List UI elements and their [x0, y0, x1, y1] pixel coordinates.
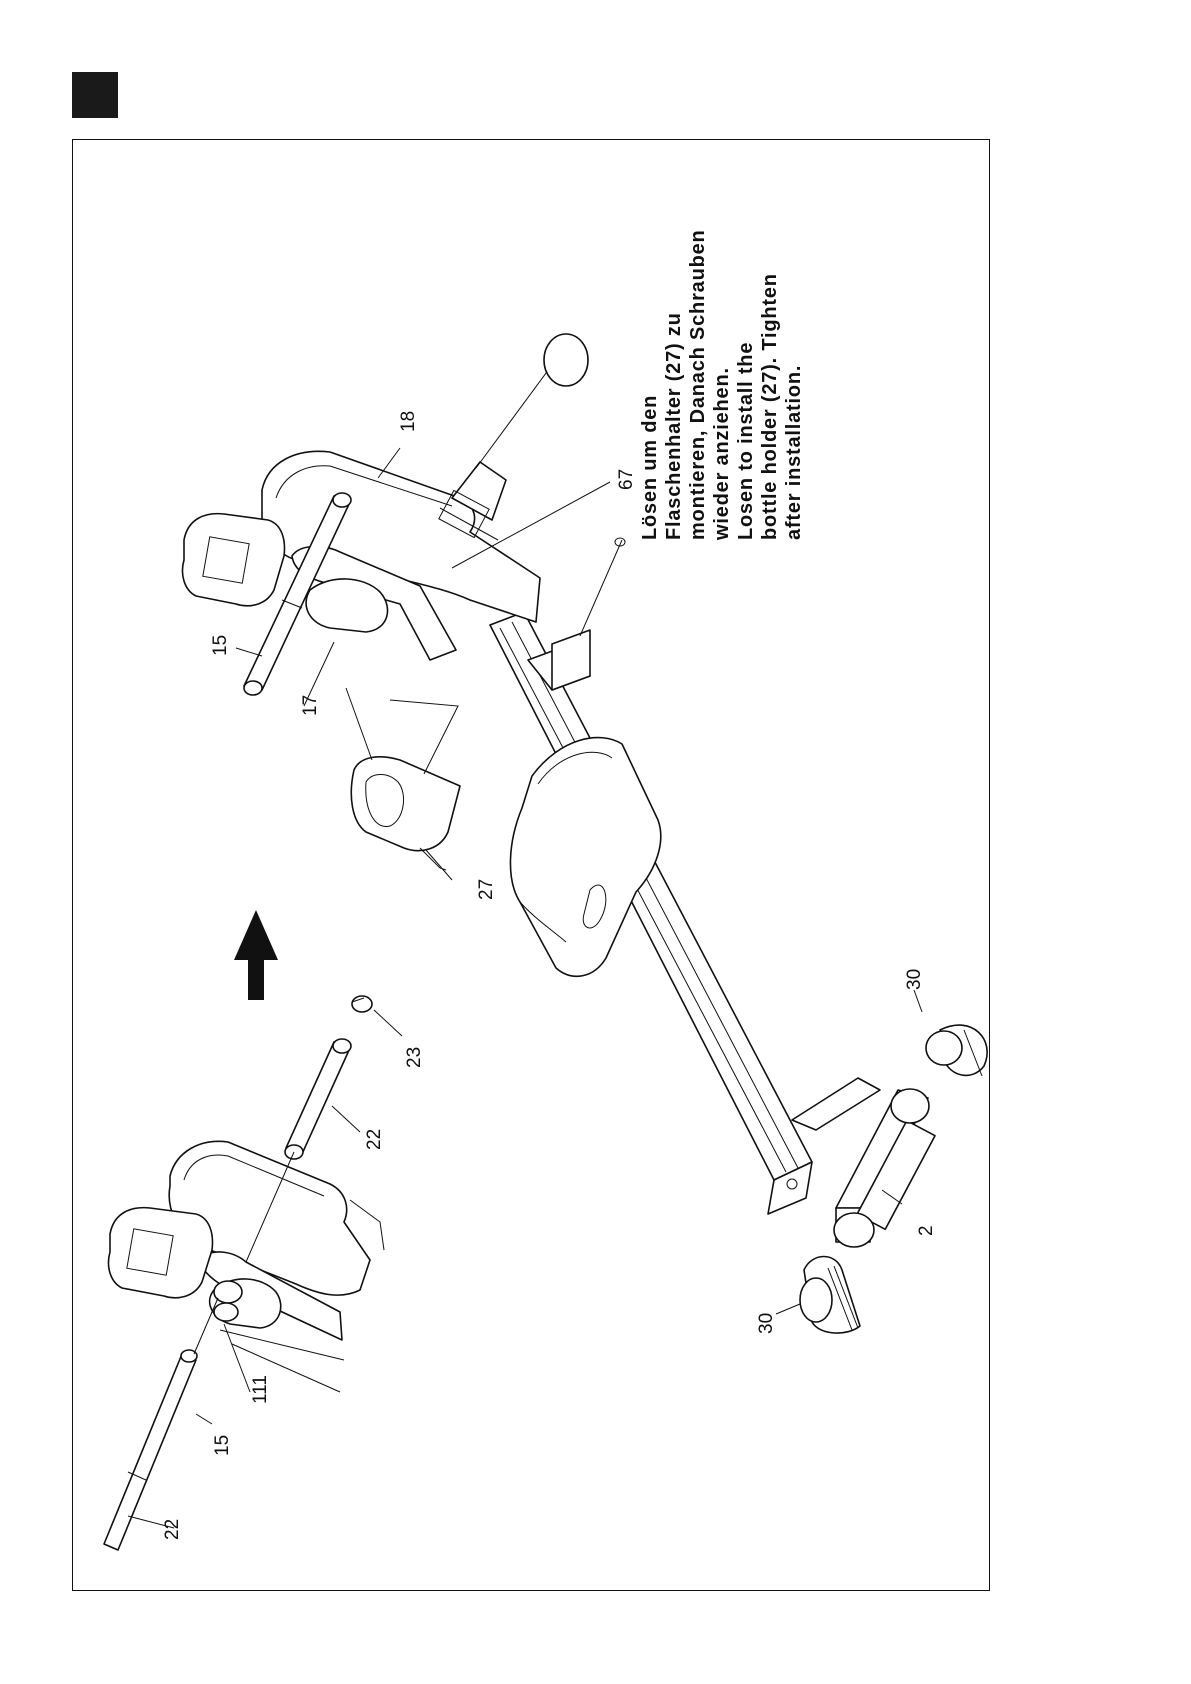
callout-30-right: 30: [904, 969, 925, 990]
rear-stabilizer: [792, 1078, 935, 1247]
callout-15-top: 15: [210, 635, 231, 656]
callout-67: 67: [616, 469, 637, 490]
end-cap-right: [926, 1025, 987, 1076]
callout-15-bottom: 15: [212, 1435, 233, 1456]
note-line-5: Losen to install the: [735, 342, 757, 540]
callout-23: 23: [404, 1047, 425, 1068]
note-line-1: Lösen um den: [639, 395, 661, 540]
callout-17: 17: [300, 695, 321, 716]
exploded-cap-23: [352, 996, 372, 1012]
note-line-7: after installation.: [783, 365, 805, 540]
callouts: 15 17 18 67 27 23 22 30 2 30 111 15 22: [162, 411, 937, 1540]
callout-22-bottom: 22: [162, 1519, 183, 1540]
seat: [510, 738, 660, 977]
callout-111: 111: [250, 1375, 271, 1404]
callout-18: 18: [398, 411, 419, 432]
note-line-4: wieder anziehen.: [711, 367, 733, 541]
callout-30-left: 30: [756, 1313, 777, 1334]
instruction-note: Lösen um den Flaschenhalter (27) zu mont…: [639, 229, 805, 541]
exploded-monitor: [109, 1208, 213, 1298]
bottle-holder: [346, 688, 460, 870]
arrow-up-icon: [234, 910, 278, 1000]
monitor-top: [183, 514, 285, 606]
front-frame: [262, 334, 625, 690]
end-cap-left: [800, 1257, 860, 1334]
note-line-6: bottle holder (27). Tighten: [759, 273, 781, 540]
callout-27: 27: [476, 879, 497, 900]
exploded-tube-15: [104, 1298, 218, 1550]
callout-22-mid: 22: [364, 1129, 385, 1150]
note-line-2: Flaschenhalter (27) zu: [663, 312, 685, 540]
note-line-3: montieren, Danach Schrauben: [687, 229, 709, 540]
callout-2: 2: [916, 1225, 937, 1236]
